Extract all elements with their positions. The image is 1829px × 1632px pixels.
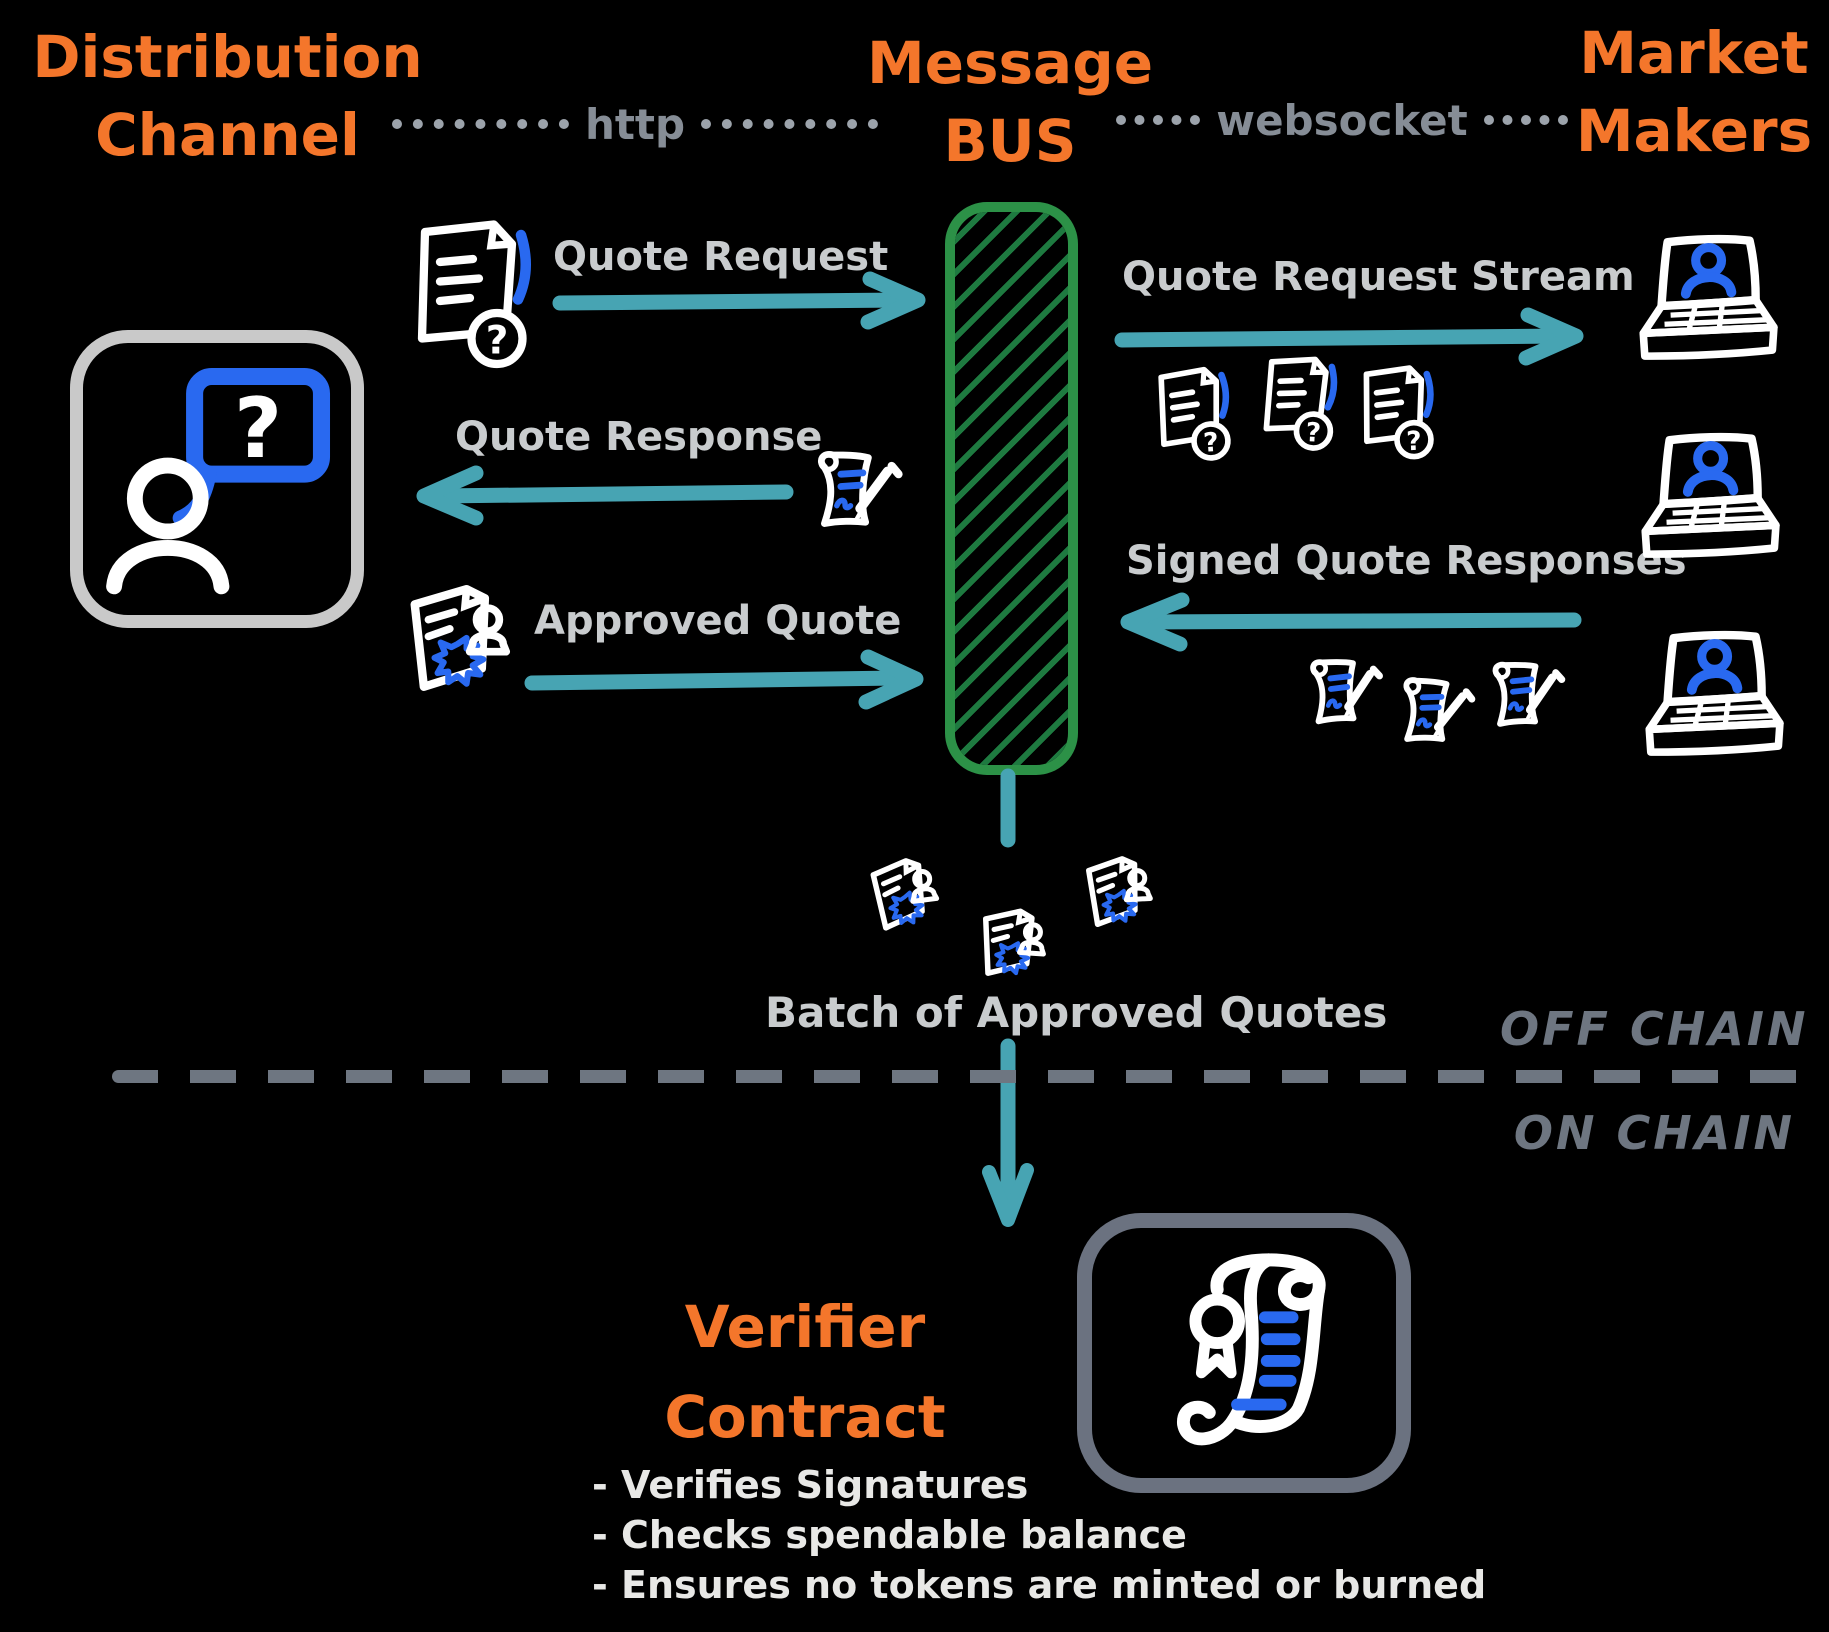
- chain-divider-line: [112, 1070, 1824, 1083]
- verifier-bullet-item: - Verifies Signatures: [592, 1463, 1029, 1507]
- document-with-approval-stamp-icon: [410, 584, 511, 691]
- websocket-label: websocket: [1216, 95, 1468, 145]
- message-bus-title-line2: BUS: [943, 107, 1077, 175]
- verifier-contract-box: [1077, 1213, 1411, 1493]
- verifier-contract-title-line2: Contract: [664, 1383, 946, 1451]
- quote-request-stream-arrow: [1114, 307, 1584, 366]
- document-with-question-mark-icon: ?: [417, 220, 532, 369]
- verifier-bullet-list: - Verifies Signatures - Checks spendable…: [592, 1460, 1486, 1610]
- on-chain-label: ON CHAIN: [1513, 1106, 1795, 1160]
- laptop-with-user-icon: [1641, 432, 1780, 558]
- distribution-channel-title-line2: Channel: [95, 101, 360, 169]
- approved-quote-arrow: [524, 649, 924, 710]
- market-makers-title-line1: Market: [1579, 19, 1809, 87]
- question-mark-glyph: ?: [1202, 428, 1219, 459]
- quote-request-label: Quote Request: [553, 234, 889, 280]
- verifier-contract-title-line1: Verifier: [684, 1293, 926, 1361]
- http-label: http: [584, 99, 686, 149]
- quote-response-label: Quote Response: [455, 414, 823, 460]
- approved-quote-label: Approved Quote: [534, 598, 902, 644]
- signed-quote-responses-label: Signed Quote Responses: [1126, 538, 1687, 584]
- market-makers-title-line2: Makers: [1575, 97, 1813, 165]
- quote-request-stream-label: Quote Request Stream: [1122, 254, 1635, 300]
- signed-scroll-with-pen-icon: [818, 451, 903, 527]
- question-mark-glyph: ?: [486, 319, 509, 364]
- certified-scroll-icon: [1177, 1253, 1326, 1446]
- question-mark-glyph: ?: [1406, 427, 1422, 458]
- http-connector: http: [392, 98, 878, 150]
- dotted-line: [1116, 115, 1201, 125]
- distribution-channel-title-line1: Distribution: [32, 23, 423, 91]
- dotted-line: [701, 119, 878, 129]
- message-bus-title: Message BUS: [855, 24, 1165, 180]
- batch-of-approved-quotes-label: Batch of Approved Quotes: [765, 988, 1388, 1037]
- distribution-channel-box: ?: [70, 330, 364, 628]
- document-with-approval-stamp-icon: [982, 908, 1046, 976]
- signed-quote-responses-arrow: [1120, 592, 1582, 652]
- laptop-with-user-icon: [1639, 234, 1778, 360]
- dotted-line: [1483, 115, 1568, 125]
- distribution-channel-title: Distribution Channel: [5, 18, 450, 174]
- quote-response-arrow: [416, 465, 794, 526]
- question-mark-glyph: ?: [1305, 418, 1322, 449]
- verifier-contract-title: Verifier Contract: [600, 1282, 1010, 1462]
- question-mark-glyph: ?: [234, 380, 282, 477]
- dotted-line: [392, 119, 569, 129]
- off-chain-label: OFF CHAIN: [1500, 1002, 1809, 1056]
- verifier-bullet-item: - Ensures no tokens are minted or burned: [592, 1563, 1487, 1607]
- batch-arrow-down: [982, 1038, 1034, 1227]
- document-with-question-mark-icon: ?: [1263, 356, 1338, 451]
- market-makers-title: Market Makers: [1560, 14, 1828, 170]
- laptop-with-user-icon: [1645, 630, 1784, 756]
- document-with-question-mark-icon: ?: [1363, 365, 1434, 460]
- batch-connector-line: [1000, 768, 1016, 848]
- signed-scroll-with-pen-icon: [1403, 677, 1476, 742]
- message-bus-title-line1: Message: [866, 29, 1154, 97]
- websocket-connector: websocket: [1116, 94, 1568, 146]
- quote-request-arrow: [552, 271, 926, 330]
- message-bus-bar: [945, 202, 1078, 775]
- signed-scroll-with-pen-icon: [1492, 661, 1566, 727]
- document-with-approval-stamp-icon: [870, 858, 940, 931]
- document-with-approval-stamp-icon: [1086, 856, 1153, 928]
- verifier-bullet-item: - Checks spendable balance: [592, 1513, 1187, 1557]
- user-with-question-bubble-icon: ?: [106, 367, 331, 595]
- signed-scroll-with-pen-icon: [1310, 659, 1383, 725]
- document-with-question-mark-icon: ?: [1158, 366, 1231, 461]
